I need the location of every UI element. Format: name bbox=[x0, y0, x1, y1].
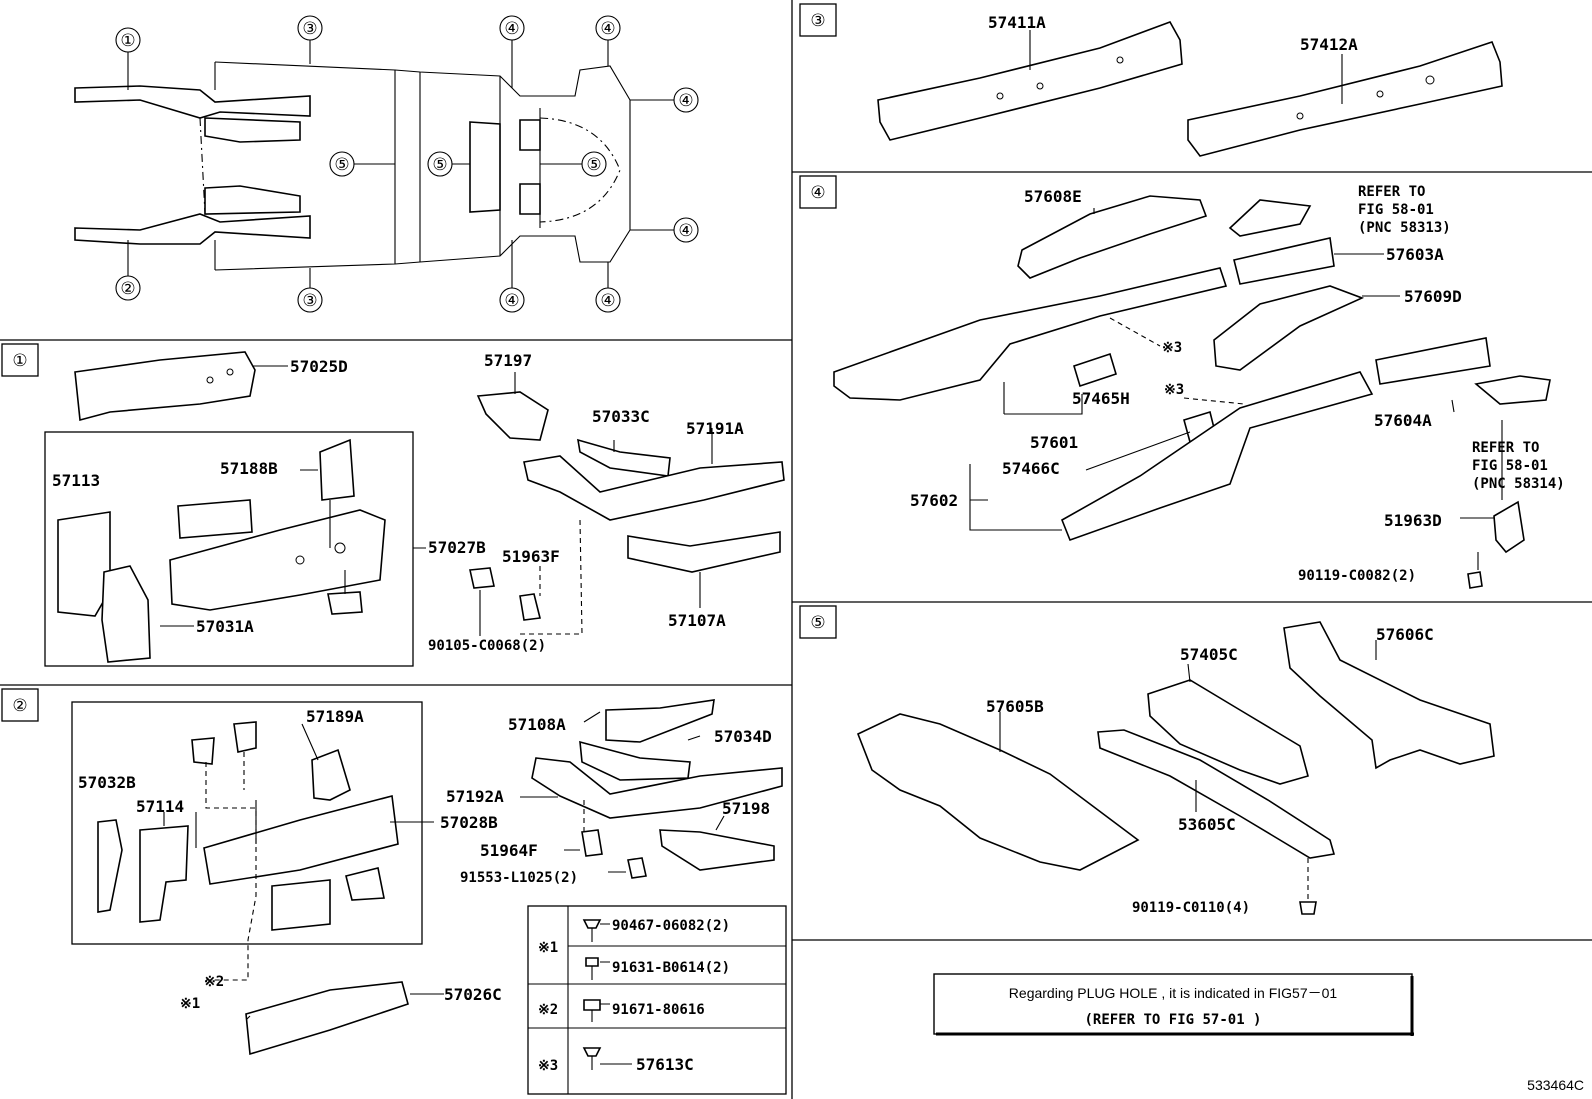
part-57189A: 57189A bbox=[306, 707, 364, 726]
part-57601: 57601 bbox=[1030, 433, 1078, 452]
note-line-1: Regarding PLUG HOLE , it is indicated in… bbox=[1009, 985, 1338, 1001]
callout-1: ① bbox=[120, 31, 135, 51]
callout-5-a: ⑤ bbox=[334, 155, 349, 175]
legend-part-91631: 91631-B0614(2) bbox=[612, 960, 730, 976]
part-57108A: 57108A bbox=[508, 715, 566, 734]
part-53605C: 53605C bbox=[1178, 815, 1236, 834]
part-57603A: 57603A bbox=[1386, 245, 1444, 264]
callout-5-c: ⑤ bbox=[586, 155, 601, 175]
mark-1: ※1 bbox=[180, 996, 200, 1012]
section-2-key: ② bbox=[12, 696, 27, 716]
part-90119-C0082: 90119-C0082(2) bbox=[1298, 568, 1416, 584]
part-57188B: 57188B bbox=[220, 459, 278, 478]
legend-part-91671: 91671-80616 bbox=[612, 1002, 705, 1018]
section-4: ④ 57608E 57603A 57609D 57465H 57601 5746… bbox=[799, 175, 1565, 589]
part-57412A: 57412A bbox=[1300, 35, 1358, 54]
overview-diagram: ① ② ③ ③ ④ ④ ④ ④ ④ ④ ⑤ ⑤ ⑤ bbox=[74, 15, 699, 313]
refer-1-line3: (PNC 58313) bbox=[1358, 220, 1451, 236]
mark-3-a: ※3 bbox=[1162, 340, 1182, 356]
part-57197: 57197 bbox=[484, 351, 532, 370]
section-4-labels: 57608E 57603A 57609D 57465H 57601 57466C… bbox=[910, 184, 1565, 584]
callout-4-d: ④ bbox=[678, 221, 693, 241]
part-57031A: 57031A bbox=[196, 617, 254, 636]
part-57028B: 57028B bbox=[440, 813, 498, 832]
refer-2-line2: FIG 58-01 bbox=[1472, 458, 1548, 474]
part-57191A: 57191A bbox=[686, 419, 744, 438]
part-57466C: 57466C bbox=[1002, 459, 1060, 478]
part-57465H: 57465H bbox=[1072, 389, 1130, 408]
legend-mark-3: ※3 bbox=[538, 1058, 558, 1074]
callout-3-bottom: ③ bbox=[302, 291, 317, 311]
part-90105-C0068: 90105-C0068(2) bbox=[428, 638, 546, 654]
refer-1-line2: FIG 58-01 bbox=[1358, 202, 1434, 218]
part-91553-L1025: 91553-L1025(2) bbox=[460, 870, 578, 886]
legend-part-90467: 90467-06082(2) bbox=[612, 918, 730, 934]
part-57411A: 57411A bbox=[988, 13, 1046, 32]
plug-hole-note: Regarding PLUG HOLE , it is indicated in… bbox=[933, 973, 1414, 1036]
section-5-key: ⑤ bbox=[810, 613, 825, 633]
part-51964F: 51964F bbox=[480, 841, 538, 860]
part-51963D: 51963D bbox=[1384, 511, 1442, 530]
section-2-labels: 57189A 57032B 57114 57028B 57026C 57108A… bbox=[78, 707, 772, 1012]
part-57192A: 57192A bbox=[446, 787, 504, 806]
part-57026C: 57026C bbox=[444, 985, 502, 1004]
callout-4-b: ④ bbox=[600, 19, 615, 39]
part-57605B: 57605B bbox=[986, 697, 1044, 716]
part-57113: 57113 bbox=[52, 471, 100, 490]
fastener-legend: ※1 ※2 ※3 90467-06082(2) 91631-B0614(2) 9… bbox=[527, 905, 787, 1095]
callout-3-top: ③ bbox=[302, 19, 317, 39]
callout-4-c: ④ bbox=[678, 91, 693, 111]
part-57198: 57198 bbox=[722, 799, 770, 818]
part-57034D: 57034D bbox=[714, 727, 772, 746]
part-51963F: 51963F bbox=[502, 547, 560, 566]
section-2: ② 57189A 57032B 57114 57028B 57026C 5710… bbox=[1, 688, 783, 1056]
part-57027B: 57027B bbox=[428, 538, 486, 557]
section-3: ③ 57411A 57412A bbox=[799, 3, 1503, 157]
part-57025D: 57025D bbox=[290, 357, 348, 376]
part-57604A: 57604A bbox=[1374, 411, 1432, 430]
part-57606C: 57606C bbox=[1376, 625, 1434, 644]
callout-2: ② bbox=[120, 279, 135, 299]
callout-4-e: ④ bbox=[504, 291, 519, 311]
section-1: ① 57025D 57113 57188B 57027B 57031A 5719… bbox=[1, 343, 785, 667]
part-57609D: 57609D bbox=[1404, 287, 1462, 306]
section-5: ⑤ 57606C 57405C 57605B 53605C 90119-C011… bbox=[799, 605, 1495, 916]
refer-2-line1: REFER TO bbox=[1472, 440, 1539, 456]
callout-5-b: ⑤ bbox=[432, 155, 447, 175]
legend-mark-2: ※2 bbox=[538, 1002, 558, 1018]
mark-2: ※2 bbox=[204, 974, 224, 990]
refer-1-line1: REFER TO bbox=[1358, 184, 1425, 200]
section-4-key: ④ bbox=[810, 183, 825, 203]
legend-mark-1: ※1 bbox=[538, 940, 558, 956]
part-57032B: 57032B bbox=[78, 773, 136, 792]
part-57107A: 57107A bbox=[668, 611, 726, 630]
refer-2-line3: (PNC 58314) bbox=[1472, 476, 1565, 492]
section-5-labels: 57606C 57405C 57605B 53605C 90119-C0110(… bbox=[986, 625, 1434, 916]
part-90119-C0110: 90119-C0110(4) bbox=[1132, 900, 1250, 916]
callout-4-a: ④ bbox=[504, 19, 519, 39]
part-57602: 57602 bbox=[910, 491, 958, 510]
part-57033C: 57033C bbox=[592, 407, 650, 426]
section-1-key: ① bbox=[12, 351, 27, 371]
note-line-2: (REFER TO FIG 57-01 ) bbox=[1084, 1012, 1261, 1028]
mark-3-b: ※3 bbox=[1164, 382, 1184, 398]
section-1-labels: 57025D 57113 57188B 57027B 57031A 57197 … bbox=[52, 351, 744, 654]
part-57405C: 57405C bbox=[1180, 645, 1238, 664]
section-3-key: ③ bbox=[810, 11, 825, 31]
diagram-id: 533464C bbox=[1527, 1077, 1584, 1093]
part-57114: 57114 bbox=[136, 797, 184, 816]
legend-part-57613C: 57613C bbox=[636, 1055, 694, 1074]
callout-4-f: ④ bbox=[600, 291, 615, 311]
part-57608E: 57608E bbox=[1024, 187, 1082, 206]
